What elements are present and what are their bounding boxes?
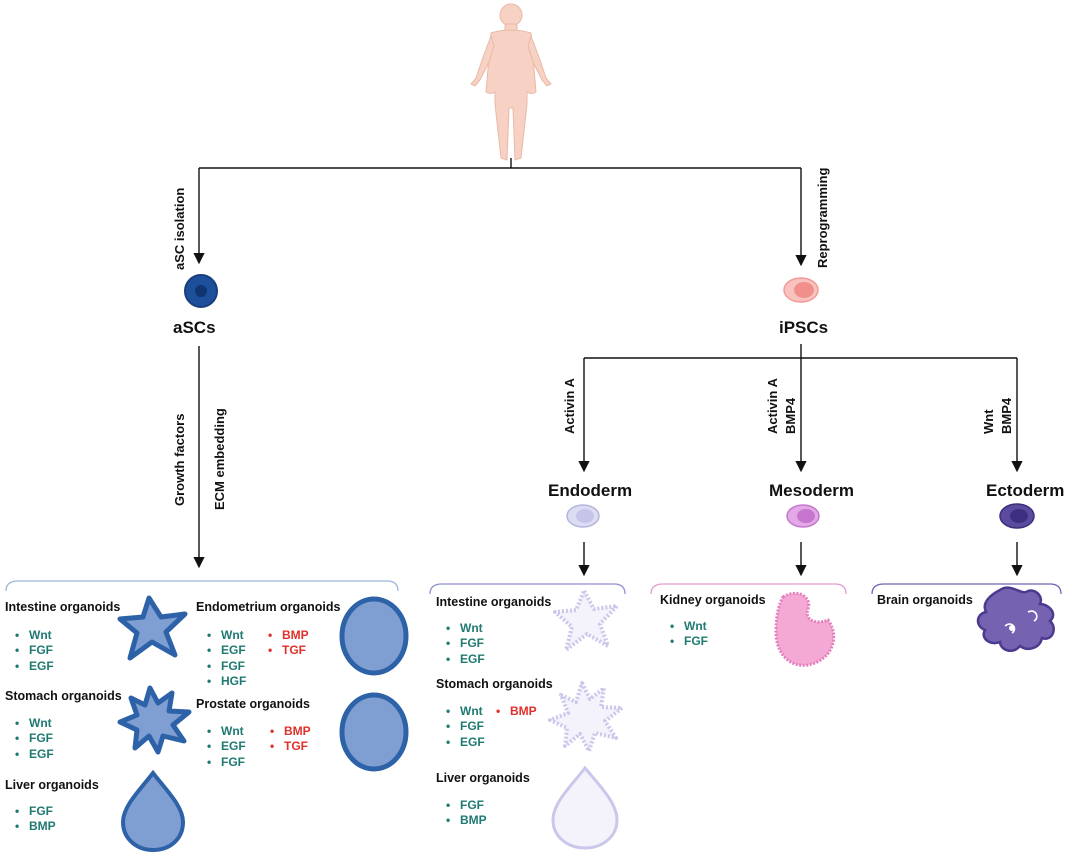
asc-intestine-factors: Wnt FGF EGF — [13, 628, 54, 675]
factor-item: Wnt — [205, 628, 246, 644]
asc-intestine-title: Intestine organoids — [5, 600, 121, 614]
factor-item: EGF — [444, 652, 485, 668]
factor-item: EGF — [13, 747, 54, 763]
endo-stomach-activators: Wnt FGF EGF — [444, 704, 485, 751]
label-asc-isolation: aSC isolation — [172, 187, 187, 270]
factor-item: BMP — [444, 813, 487, 829]
node-endoderm: Endoderm — [548, 481, 633, 500]
factor-item: FGF — [13, 804, 56, 820]
mesoderm-cell-icon — [786, 504, 820, 528]
asc-prostate-activators: Wnt EGF FGF — [205, 724, 246, 771]
asc-intestine-organoid-icon — [117, 595, 188, 661]
factor-item: FGF — [444, 798, 487, 814]
asc-cell-icon — [184, 274, 218, 308]
label-bmp4-ectoderm: BMP4 — [999, 397, 1014, 434]
endo-intestine-factors: Wnt FGF EGF — [444, 621, 485, 668]
factor-item: BMP — [494, 704, 537, 720]
factor-item: Wnt — [13, 716, 54, 732]
asc-prostate-title: Prostate organoids — [196, 697, 310, 711]
endo-stomach-title: Stomach organoids — [436, 677, 553, 691]
endo-stomach-organoid-icon — [548, 681, 624, 753]
label-ecm-embedding: ECM embedding — [212, 408, 227, 510]
asc-prostate-organoid-icon — [339, 692, 409, 772]
factor-item: BMP — [266, 628, 309, 644]
factor-item: FGF — [205, 659, 246, 675]
label-wnt-ectoderm: Wnt — [981, 409, 996, 434]
asc-liver-organoid-icon — [120, 769, 186, 853]
factor-item: Wnt — [205, 724, 246, 740]
factor-item: EGF — [444, 735, 485, 751]
asc-endometrium-inhibitors: BMP TGF — [266, 628, 309, 659]
asc-liver-factors: FGF BMP — [13, 804, 56, 835]
factor-item: FGF — [13, 731, 54, 747]
factor-item: Wnt — [13, 628, 54, 644]
group-brackets — [5, 580, 1062, 595]
kidney-factors: Wnt FGF — [668, 619, 708, 650]
asc-endometrium-activators: Wnt EGF FGF HGF — [205, 628, 246, 690]
factor-item: FGF — [13, 643, 54, 659]
factor-item: FGF — [444, 719, 485, 735]
node-ipscs: iPSCs — [779, 318, 829, 337]
human-body-icon — [470, 3, 552, 161]
top-connector — [193, 158, 807, 267]
factor-item: Wnt — [668, 619, 708, 635]
ipsc-cell-icon — [783, 277, 819, 303]
node-ascs: aSCs — [173, 318, 216, 337]
ipsc-connector — [578, 344, 1023, 577]
factor-item: TGF — [266, 643, 309, 659]
factor-item: HGF — [205, 674, 246, 690]
label-growth-factors: Growth factors — [172, 413, 187, 506]
asc-liver-title: Liver organoids — [5, 778, 99, 792]
kidney-organoid-icon — [774, 591, 836, 667]
asc-endometrium-organoid-icon — [339, 596, 409, 676]
asc-stomach-factors: Wnt FGF EGF — [13, 716, 54, 763]
endo-stomach-inhibitors: BMP — [494, 704, 537, 720]
asc-stomach-organoid-icon — [117, 685, 192, 755]
kidney-title: Kidney organoids — [660, 593, 766, 607]
factor-item: BMP — [268, 724, 311, 740]
factor-item: FGF — [444, 636, 485, 652]
endo-liver-title: Liver organoids — [436, 771, 530, 785]
factor-item: EGF — [13, 659, 54, 675]
asc-stomach-title: Stomach organoids — [5, 689, 122, 703]
endo-liver-factors: FGF BMP — [444, 798, 487, 829]
label-bmp4-mesoderm: BMP4 — [783, 397, 798, 434]
endo-intestine-organoid-icon — [553, 589, 619, 652]
endo-liver-organoid-icon — [551, 765, 619, 850]
factor-item: Wnt — [444, 704, 485, 720]
asc-endometrium-title: Endometrium organoids — [196, 600, 341, 614]
factor-item: EGF — [205, 739, 246, 755]
factor-item: BMP — [13, 819, 56, 835]
asc-prostate-inhibitors: BMP TGF — [268, 724, 311, 755]
factor-item: EGF — [205, 643, 246, 659]
label-reprogramming: Reprogramming — [815, 167, 830, 268]
node-mesoderm: Mesoderm — [769, 481, 855, 500]
brain-organoid-icon — [976, 586, 1055, 653]
label-activin-a-endoderm: Activin A — [562, 378, 577, 434]
endo-intestine-title: Intestine organoids — [436, 595, 552, 609]
factor-item: TGF — [268, 739, 311, 755]
ectoderm-cell-icon — [999, 503, 1035, 529]
factor-item: FGF — [668, 634, 708, 650]
factor-item: FGF — [205, 755, 246, 771]
label-activin-a-mesoderm: Activin A — [765, 378, 780, 434]
factor-item: Wnt — [444, 621, 485, 637]
endoderm-cell-icon — [566, 504, 600, 528]
node-ectoderm: Ectoderm — [986, 481, 1065, 500]
brain-title: Brain organoids — [877, 593, 973, 607]
